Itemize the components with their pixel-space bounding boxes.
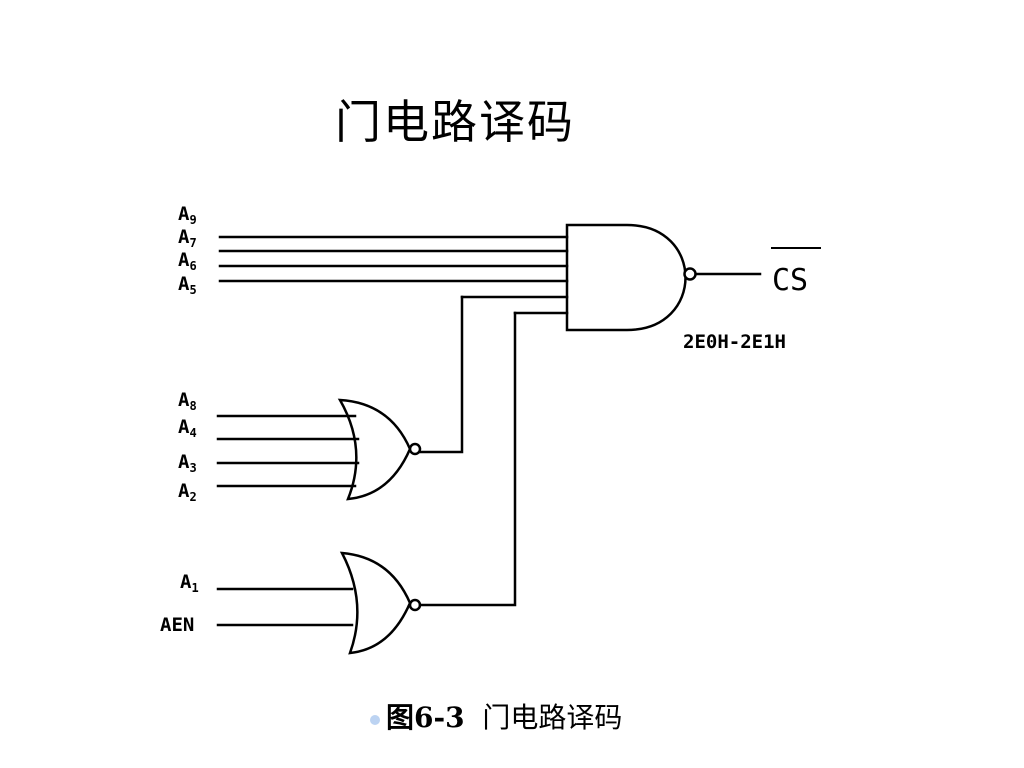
bullet-icon: [370, 714, 380, 725]
label-a7: A7: [178, 226, 197, 250]
nor-gate-1: [337, 398, 412, 501]
wire-nor2-route: [418, 311, 517, 607]
nor-gate-2: [339, 551, 412, 655]
label-a9: A9: [178, 203, 197, 227]
output-cs-label: CS: [772, 263, 808, 298]
output-address-range: 2E0H-2E1H: [683, 331, 786, 353]
label-a2: A2: [178, 480, 197, 504]
nand-bubble: [683, 267, 697, 281]
nand-gate: [565, 223, 687, 332]
figure-caption: 图6-3 门电路译码: [370, 698, 622, 738]
figure-id: 图6-3: [386, 701, 465, 734]
label-a5: A5: [178, 273, 197, 297]
figure-caption-text: 门电路译码: [482, 701, 623, 734]
label-a8: A8: [178, 389, 197, 413]
label-aen: AEN: [160, 614, 194, 636]
label-a4: A4: [178, 416, 197, 440]
label-a6: A6: [178, 249, 197, 273]
wire-nor1-route: [418, 295, 464, 454]
slide-title: 门电路译码: [335, 95, 575, 149]
nor-gate-1-bubble: [408, 442, 422, 456]
label-a3: A3: [178, 451, 197, 475]
label-a1: A1: [180, 571, 199, 595]
nor-gate-2-bubble: [408, 598, 422, 612]
